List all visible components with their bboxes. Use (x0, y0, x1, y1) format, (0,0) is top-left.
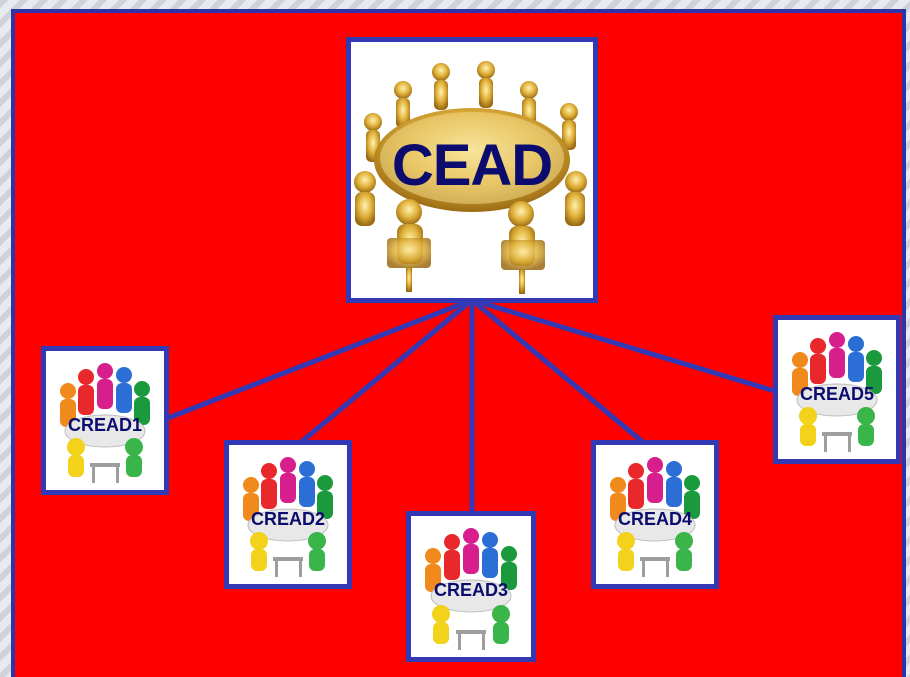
cead-label: CEAD (391, 133, 553, 198)
cread3-label: CREAD3 (433, 580, 508, 600)
colorful-meeting-group-icon (60, 363, 150, 483)
cread4-node: CREAD4 (591, 440, 719, 589)
colorful-meeting-group-icon (610, 457, 700, 577)
cread2-node: CREAD2 (224, 440, 352, 589)
cread5-label: CREAD5 (799, 384, 874, 404)
colorful-meeting-group-icon (425, 528, 517, 650)
cread1-label: CREAD1 (67, 415, 142, 435)
cread1-node: CREAD1 (41, 346, 169, 495)
cread2-label: CREAD2 (250, 509, 325, 529)
cread3-node: CREAD3 (406, 511, 536, 662)
colorful-meeting-group-icon (792, 332, 882, 452)
cread5-node: CREAD5 (773, 315, 901, 464)
cread4-label: CREAD4 (617, 509, 692, 529)
colorful-meeting-group-icon (243, 457, 333, 577)
cead-node: CEAD (346, 37, 598, 303)
gold-meeting-table-icon (354, 61, 587, 294)
